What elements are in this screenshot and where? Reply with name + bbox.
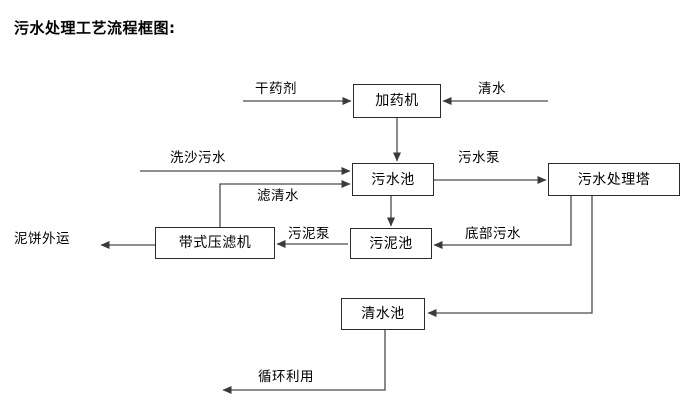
node-label: 污泥池 (369, 235, 413, 252)
edge-label-filtered-water: 滤清水 (257, 188, 299, 204)
page-title: 污水处理工艺流程框图: (14, 19, 176, 37)
terminal-label-mud-cake-out: 泥饼外运 (14, 231, 70, 247)
node-wastewater-pool[interactable]: 污水池 (352, 163, 434, 196)
edge-label-recycle-reuse: 循环利用 (258, 369, 314, 385)
node-label: 清水池 (361, 306, 405, 322)
node-sludge-pool[interactable]: 污泥池 (350, 228, 432, 259)
connector-clear-water-pool-to-recycle (222, 330, 386, 394)
edge-label-sand-wash-sewage: 洗沙污水 (170, 150, 226, 166)
edge-label-sludge-pump: 污泥泵 (288, 226, 330, 242)
node-belt-filter-press[interactable]: 带式压滤机 (155, 227, 275, 259)
connector-tower-to-clear-water-pool (427, 196, 593, 317)
node-clear-water-pool[interactable]: 清水池 (341, 298, 425, 330)
node-label: 带式压滤机 (178, 235, 252, 251)
edge-label-sewage-pump: 污水泵 (458, 150, 500, 166)
connector-press-to-wastewater-pool (219, 180, 351, 227)
edge-label-dry-reagent: 干药剂 (255, 81, 297, 97)
node-label: 污水处理塔 (577, 171, 651, 188)
node-dosing-machine[interactable]: 加药机 (353, 84, 441, 118)
node-label: 加药机 (375, 93, 419, 109)
edge-label-bottom-sewage: 底部污水 (465, 226, 521, 242)
connector-tower-to-sludge-pool (433, 196, 572, 249)
edge-label-clean-water-in: 清水 (478, 81, 506, 97)
node-treatment-tower[interactable]: 污水处理塔 (548, 163, 680, 196)
node-label: 污水池 (371, 171, 415, 188)
